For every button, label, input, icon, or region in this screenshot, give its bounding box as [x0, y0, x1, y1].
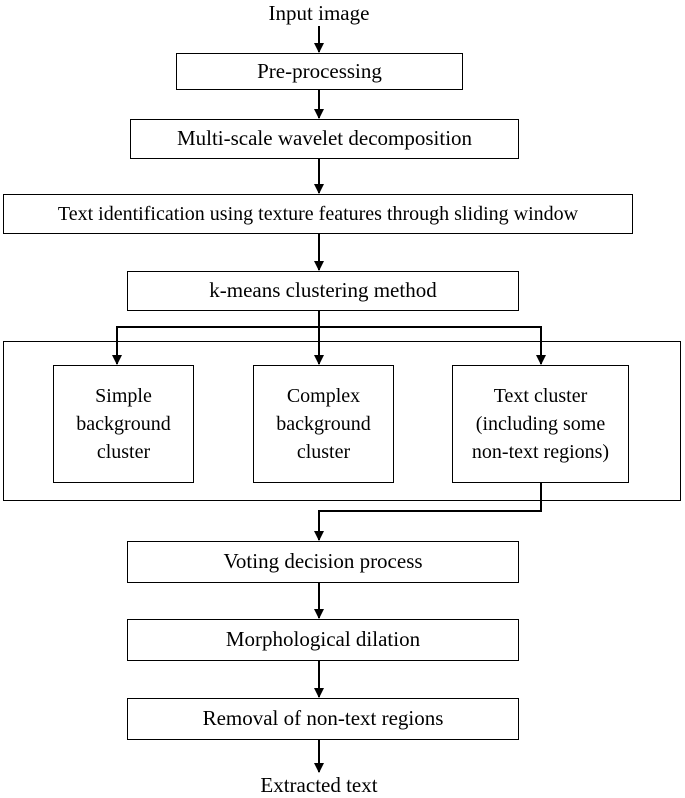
- simple-cluster-line-3: cluster: [96, 441, 151, 463]
- simple-cluster-line-1: Simple: [95, 385, 152, 407]
- voting-label: Voting decision process: [223, 549, 423, 574]
- complex-cluster-line-2: background: [276, 413, 371, 435]
- wavelet-label: Multi-scale wavelet decomposition: [176, 126, 473, 151]
- removal-label: Removal of non-text regions: [202, 706, 444, 731]
- kmeans-box: k-means clustering method: [127, 271, 519, 311]
- text-identification-label: Text identification using texture featur…: [57, 203, 579, 225]
- simple-cluster-line-2: background: [76, 413, 171, 435]
- complex-cluster-line-1: Complex: [286, 385, 361, 407]
- simple-cluster-box: Simple background cluster: [53, 365, 194, 483]
- complex-cluster-box: Complex background cluster: [253, 365, 394, 483]
- arrow-split-right: [319, 326, 546, 365]
- arrow-split-left: [112, 326, 319, 365]
- preprocessing-box: Pre-processing: [176, 53, 463, 90]
- dilation-label: Morphological dilation: [225, 627, 421, 652]
- preprocessing-label: Pre-processing: [257, 58, 382, 83]
- text-cluster-box: Text cluster (including some non-text re…: [452, 365, 629, 483]
- voting-box: Voting decision process: [127, 541, 519, 583]
- output-label: Extracted text: [260, 773, 378, 797]
- text-identification-box: Text identification using texture featur…: [3, 194, 633, 234]
- input-label: Input image: [268, 1, 370, 25]
- removal-box: Removal of non-text regions: [127, 698, 519, 740]
- text-cluster-line-2: (including some: [475, 413, 606, 435]
- clustering-group: [3, 341, 681, 501]
- text-cluster-line-3: non-text regions): [471, 441, 610, 463]
- kmeans-label: k-means clustering method: [209, 278, 437, 303]
- text-cluster-line-1: Text cluster: [493, 385, 588, 407]
- complex-cluster-line-3: cluster: [296, 441, 351, 463]
- dilation-box: Morphological dilation: [127, 619, 519, 661]
- arrow-textcluster-to-voting: [314, 482, 542, 541]
- wavelet-box: Multi-scale wavelet decomposition: [130, 119, 519, 159]
